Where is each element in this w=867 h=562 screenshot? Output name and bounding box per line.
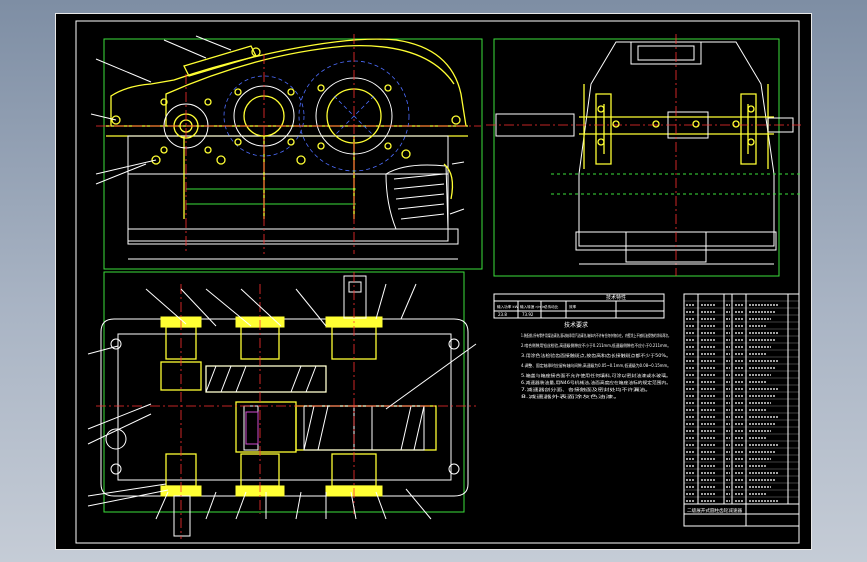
tech-req-line-4: 4.调整、固定轴承时应留有轴向间隙,高速级为0.05~0.1mm,低速级为0.0… <box>521 362 671 368</box>
tech-req-line-1: 1.装配前,所有零件用煤油清洗,滚动轴承用汽油清洗,箱体内不许有任何杂物存在。内… <box>521 332 671 338</box>
tech-table-col-4: 效率 <box>569 304 577 309</box>
tech-table-col-2: 输入转速 r/min <box>520 304 545 309</box>
tech-characteristics-table: 技术特性 输入功率 kW 输入转速 r/min 总传动比 效率 23.8 73.… <box>493 293 665 319</box>
tech-table-val-2: 73.92 <box>522 312 534 317</box>
tech-table-col-1: 输入功率 kW <box>497 304 519 309</box>
tech-req-line-5: 5.箱盖与箱座接合面不允许使用任何填料,可涂以密封油漆或水玻璃。 <box>521 372 671 378</box>
tech-table-col-3: 总传动比 <box>544 304 559 309</box>
parts-list: 二级展开式圆柱齿轮减速器 <box>683 293 800 527</box>
title-block-label: 二级展开式圆柱齿轮减速器 <box>687 507 743 514</box>
tech-req-line-3: 3.用涂色法检验齿面接触斑点,按齿高和齿长接触斑点都不少于50%。 <box>521 352 671 358</box>
tech-req-title: 技术要求 <box>564 321 588 329</box>
tech-table-header: 技术特性 <box>606 294 626 301</box>
reducer-assembly-drawing: 技术特性 输入功率 kW 输入转速 r/min 总传动比 效率 23.8 73.… <box>75 20 801 544</box>
tech-req-line-6: 6.减速器装油量,用N46号机械油,油面高度应在箱座油标的规定范围内。 <box>521 379 671 385</box>
sheet-frame <box>75 20 800 544</box>
parts-list-entries <box>686 304 779 502</box>
tech-req-line-8: 8.减速器外表面涂灰色油漆。 <box>521 393 621 399</box>
tech-req-line-7: 7.减速器剖分面、各接触面及密封处均不许漏油。 <box>521 386 651 392</box>
cad-drawing-viewport[interactable]: 技术特性 输入功率 kW 输入转速 r/min 总传动比 效率 23.8 73.… <box>55 13 812 550</box>
top-view <box>87 271 477 539</box>
tech-req-line-2: 2.啮合侧隙用铅丝检验,高速级侧隙应不小于0.211mm,低速级侧隙也不应小于0… <box>521 342 671 348</box>
tech-table-val-1: 23.8 <box>498 312 507 317</box>
technical-requirements: 技术要求 1.装配前,所有零件用煤油清洗,滚动轴承用汽油清洗,箱体内不许有任何杂… <box>521 321 671 399</box>
front-view <box>90 34 483 270</box>
side-view <box>486 34 801 277</box>
